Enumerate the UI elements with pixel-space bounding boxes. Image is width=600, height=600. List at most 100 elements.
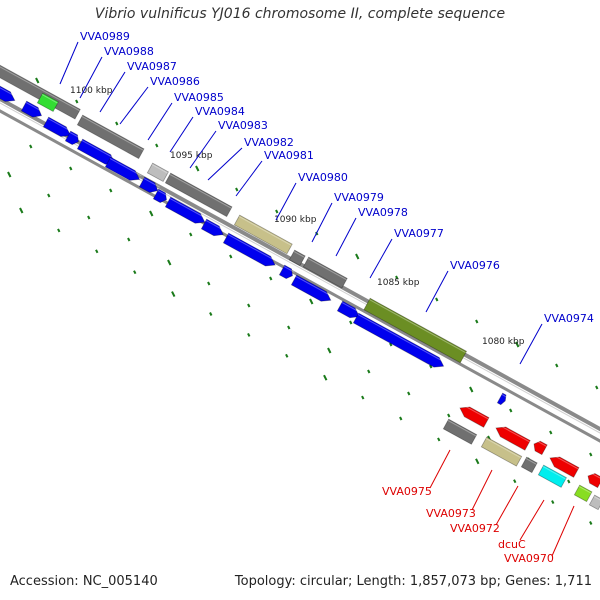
forward-cds-arrow-shine xyxy=(501,394,508,398)
gray-feature xyxy=(442,418,478,445)
tick-mark xyxy=(509,408,513,413)
forward-cds-arrow-shape xyxy=(0,82,16,102)
gene-label: VVA0977 xyxy=(394,227,444,240)
scale-label: 1080 kbp xyxy=(482,337,525,347)
leader-line xyxy=(59,41,79,85)
gene-label: VVA0975 xyxy=(382,485,432,498)
gene-label: VVA0987 xyxy=(127,60,177,73)
reverse-cds-arrow xyxy=(587,472,600,489)
gray-feature-shape xyxy=(302,256,348,289)
tick-mark xyxy=(435,297,439,302)
gray-feature-shine xyxy=(0,62,80,112)
forward-cds-arrow-shine xyxy=(109,158,142,177)
reverse-cds-arrow xyxy=(549,454,580,478)
gray-feature xyxy=(288,249,306,267)
forward-cds-arrow xyxy=(64,130,81,146)
forward-cds-arrow-shine xyxy=(69,132,81,139)
gray-feature-shape xyxy=(76,114,145,160)
tick-mark xyxy=(309,298,314,305)
leader-line xyxy=(311,202,333,243)
olive-feature-shape xyxy=(363,297,468,364)
leader-line xyxy=(425,270,449,313)
gene-label: VVA0970 xyxy=(504,552,554,565)
reverse-cds-arrow-shape xyxy=(533,440,548,456)
gene-label: VVA0973 xyxy=(426,507,476,520)
green-feature-shine xyxy=(41,94,58,104)
light-gray-feature xyxy=(588,494,600,511)
tick-mark xyxy=(475,319,479,324)
tick-mark xyxy=(127,237,131,242)
leader-line xyxy=(99,71,126,113)
forward-cds-arrow xyxy=(20,100,44,118)
forward-cds-arrow-shape xyxy=(278,264,293,280)
leader-line xyxy=(79,56,103,99)
tick-mark xyxy=(167,259,172,266)
tick-mark xyxy=(207,281,211,286)
tick-mark xyxy=(589,452,593,457)
forward-cds-arrow-shape xyxy=(352,312,445,368)
tick-mark xyxy=(407,391,411,396)
lime-feature-shape xyxy=(573,484,593,503)
olive-feature-shine xyxy=(369,299,467,354)
gray-feature xyxy=(520,456,538,474)
cyan-feature xyxy=(537,464,567,488)
tan-feature xyxy=(480,436,523,467)
forward-cds-arrow-shape xyxy=(222,232,276,267)
tan-feature-shine xyxy=(238,216,292,246)
forward-cds-arrow-shine xyxy=(157,190,169,197)
gene-label: VVA0974 xyxy=(544,312,594,325)
tick-mark xyxy=(275,209,279,214)
forward-cds-arrow-shape xyxy=(64,130,79,146)
tick-mark xyxy=(589,521,593,525)
gene-label: VVA0986 xyxy=(150,75,200,88)
gray-feature-shape xyxy=(520,456,538,474)
forward-cds-arrow xyxy=(496,392,508,406)
scale-label: 1085 kbp xyxy=(377,278,420,288)
gene-label: VVA0972 xyxy=(450,522,500,535)
tick-mark xyxy=(515,341,520,348)
gray-feature xyxy=(164,172,233,218)
forward-cds-arrow-shape xyxy=(200,218,224,237)
forward-cds-arrow xyxy=(42,116,73,137)
light-gray-feature-shape xyxy=(146,162,169,183)
gene-label: dcuC xyxy=(498,538,526,551)
tick-mark xyxy=(235,187,239,192)
leader-line xyxy=(189,130,217,169)
tick-mark xyxy=(75,99,79,104)
green-feature xyxy=(36,92,59,113)
tick-mark xyxy=(555,363,559,368)
tick-mark xyxy=(437,437,441,442)
forward-cds-arrow-shine xyxy=(295,276,333,298)
gray-feature-shape xyxy=(442,418,478,445)
forward-cds-arrow xyxy=(352,312,446,368)
leader-line xyxy=(369,238,393,279)
reverse-cds-arrow xyxy=(495,424,531,451)
leader-line xyxy=(495,485,519,526)
tick-mark xyxy=(361,395,365,400)
tick-mark xyxy=(349,320,353,325)
forward-cds-arrow-shine xyxy=(143,178,160,188)
forward-cds-arrow xyxy=(290,274,333,302)
reverse-cds-arrow xyxy=(459,404,490,428)
tick-mark xyxy=(247,332,251,337)
gene-label: VVA0982 xyxy=(244,136,294,149)
gene-label: VVA0984 xyxy=(195,105,245,118)
cyan-feature-shine xyxy=(542,466,566,480)
reverse-cds-arrow-shine xyxy=(461,404,489,420)
forward-cds-arrow-shine xyxy=(283,266,295,273)
gene-label-layer: VVA0989VVA0988VVA0987VVA0986VVA0985VVA09… xyxy=(59,30,594,565)
forward-cds-arrow xyxy=(200,218,226,237)
forward-cds-arrow xyxy=(138,176,160,193)
forward-cds-arrow xyxy=(278,264,295,280)
scale-label: 1100 kbp xyxy=(70,86,113,96)
tick-mark xyxy=(133,270,137,275)
forward-cds-arrow xyxy=(104,156,142,181)
leader-line xyxy=(275,182,297,221)
gene-label: VVA0983 xyxy=(218,119,268,132)
leader-line xyxy=(551,505,575,557)
accession-text: Accession: NC_005140 xyxy=(10,574,158,589)
tick-mark xyxy=(87,215,91,220)
forward-cds-arrow-shine xyxy=(227,234,278,262)
forward-cds-arrow-shape xyxy=(336,300,360,319)
tick-mark xyxy=(429,364,433,369)
